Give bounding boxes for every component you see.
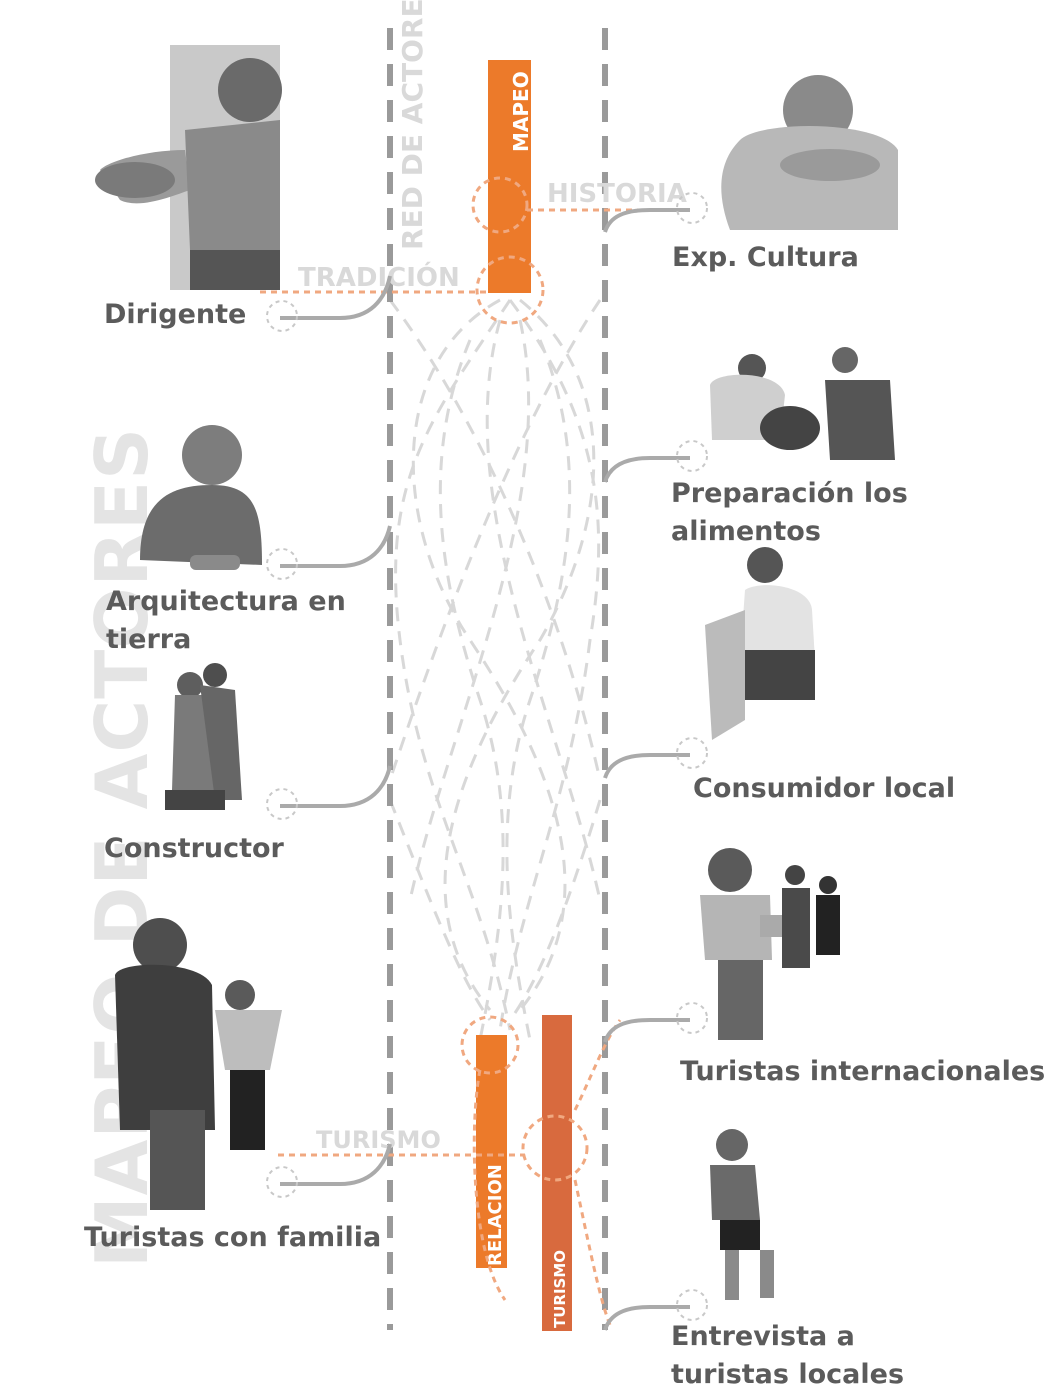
actor-label-consumidor: Consumidor local — [693, 773, 956, 804]
consumidor-photo — [705, 547, 815, 740]
exp-cultura-photo — [721, 75, 898, 230]
preparacion-photo — [710, 347, 895, 460]
actor-label-turistas-familia: Turistas con familia — [84, 1222, 382, 1253]
connector-circles — [266, 192, 708, 1321]
turismo-bar — [542, 1015, 572, 1331]
left-connectors — [280, 275, 392, 1186]
mapeo-bar — [488, 60, 531, 293]
turismo-conn-label: TURISMO — [316, 1126, 441, 1154]
actor-label-turistas-internacionales: Turistas internacionales — [680, 1056, 1046, 1087]
actor-label-dirigente: Dirigente — [104, 299, 247, 330]
right-connectors — [603, 208, 690, 1331]
constructor-photo — [165, 663, 242, 810]
actor-label-entrevista: Entrevista a turistas locales — [671, 1321, 905, 1390]
arquitectura-photo — [140, 425, 262, 570]
network-label: RED DE ACTORES — [396, 0, 429, 250]
turistas-familia-photo — [115, 918, 282, 1210]
actor-label-preparacion: Preparación los alimentos — [671, 478, 908, 547]
actor-label-arquitectura: Arquitectura en tierra — [106, 586, 346, 655]
mapeo-bar-label: MAPEO — [509, 71, 533, 152]
relacion-bar-label: RELACION — [485, 1164, 506, 1266]
entrevista-photo — [710, 1129, 774, 1300]
dirigente-photo — [95, 45, 282, 290]
tradicion-label: TRADICIÓN — [298, 261, 460, 293]
historia-label: HISTORIA — [547, 179, 687, 209]
actor-label-constructor: Constructor — [104, 833, 284, 864]
turismo-bar-label: TURISMO — [551, 1250, 569, 1328]
network-curves — [388, 298, 602, 1041]
actor-label-exp-cultura: Exp. Cultura — [672, 242, 859, 273]
turistas-internacionales-photo — [700, 848, 840, 1040]
